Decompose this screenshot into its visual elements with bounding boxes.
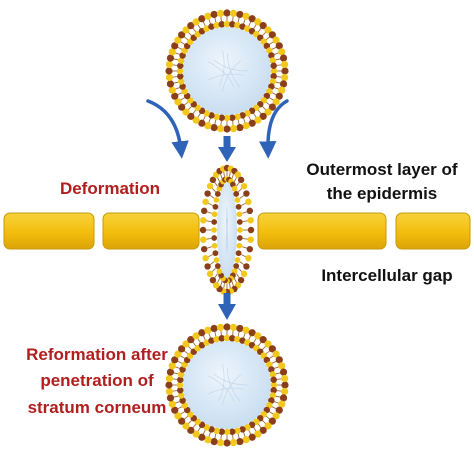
outermost-layer-label-line1: Outermost layer of [306, 160, 457, 179]
corneocyte-cell [3, 212, 95, 250]
reformation-label-line3: stratum corneum [28, 398, 167, 417]
outermost-layer-label-line2: the epidermis [327, 184, 438, 203]
curved-arrow-right-icon [259, 99, 289, 159]
corneocyte-cell [102, 212, 200, 250]
deformed-liposome-icon [199, 164, 255, 296]
corneocyte-cell [395, 212, 471, 250]
curved-arrow-left-icon [146, 99, 189, 159]
deformation-label: Deformation [60, 179, 160, 198]
intercellular-gap-label: Intercellular gap [321, 266, 452, 285]
down-arrow-icon [218, 136, 236, 162]
corneocyte-cell [257, 212, 387, 250]
down-arrow-icon [218, 293, 236, 320]
reformed-liposome-icon [165, 323, 289, 447]
stratum-corneum-cells [3, 212, 471, 250]
reformation-label-line2: penetration of [40, 371, 154, 390]
liposome-bilayer-icon [165, 9, 289, 133]
reformation-label-line1: Reformation after [26, 345, 168, 364]
